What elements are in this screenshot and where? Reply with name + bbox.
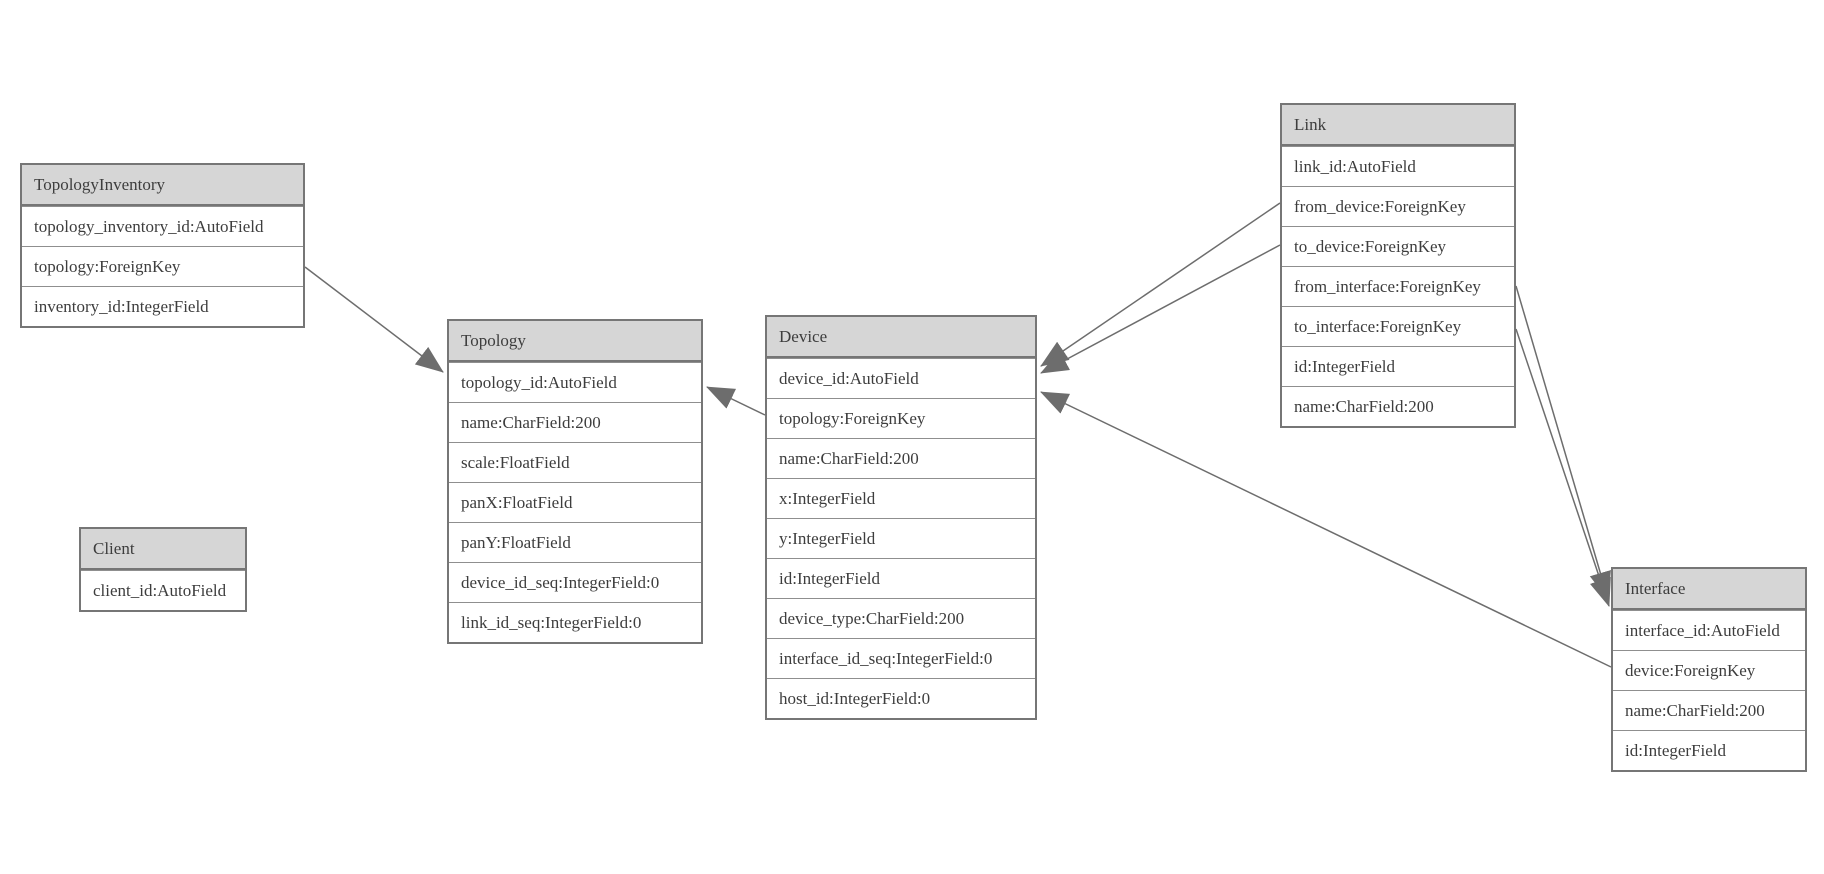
field-row: topology:ForeignKey [22, 246, 303, 286]
entity-device[interactable]: Device device_id:AutoField topology:Fore… [765, 315, 1037, 720]
entity-topology-inventory[interactable]: TopologyInventory topology_inventory_id:… [20, 163, 305, 328]
field-row: scale:FloatField [449, 442, 701, 482]
connector-link-from-device-device [1040, 202, 1281, 367]
field-row: id:IntegerField [767, 558, 1035, 598]
field-row: interface_id_seq:IntegerField:0 [767, 638, 1035, 678]
field-row: to_interface:ForeignKey [1282, 306, 1514, 346]
entity-title: Client [81, 529, 245, 570]
entity-title: TopologyInventory [22, 165, 303, 206]
field-row: link_id_seq:IntegerField:0 [449, 602, 701, 642]
entity-topology[interactable]: Topology topology_id:AutoField name:Char… [447, 319, 703, 644]
field-row: from_device:ForeignKey [1282, 186, 1514, 226]
connector-interface-device-device [1040, 391, 1612, 668]
entity-client[interactable]: Client client_id:AutoField [79, 527, 247, 612]
field-row: device_type:CharField:200 [767, 598, 1035, 638]
field-row: name:CharField:200 [1613, 690, 1805, 730]
entity-interface[interactable]: Interface interface_id:AutoField device:… [1611, 567, 1807, 772]
field-row: name:CharField:200 [449, 402, 701, 442]
field-row: topology:ForeignKey [767, 398, 1035, 438]
entity-link[interactable]: Link link_id:AutoField from_device:Forei… [1280, 103, 1516, 428]
field-row: name:CharField:200 [1282, 386, 1514, 426]
connector-device-topology [706, 386, 766, 416]
field-row: topology_id:AutoField [449, 362, 701, 402]
field-row: panY:FloatField [449, 522, 701, 562]
field-row: from_interface:ForeignKey [1282, 266, 1514, 306]
field-row: host_id:IntegerField:0 [767, 678, 1035, 718]
connector-topologyinventory-topology [304, 266, 444, 373]
entity-title: Device [767, 317, 1035, 358]
entity-title: Topology [449, 321, 701, 362]
entity-title: Interface [1613, 569, 1805, 610]
field-row: inventory_id:IntegerField [22, 286, 303, 326]
entity-title: Link [1282, 105, 1514, 146]
field-row: device_id:AutoField [767, 358, 1035, 398]
field-row: device:ForeignKey [1613, 650, 1805, 690]
field-row: client_id:AutoField [81, 570, 245, 610]
field-row: y:IntegerField [767, 518, 1035, 558]
field-row: name:CharField:200 [767, 438, 1035, 478]
field-row: id:IntegerField [1613, 730, 1805, 770]
field-row: topology_inventory_id:AutoField [22, 206, 303, 246]
field-row: panX:FloatField [449, 482, 701, 522]
field-row: device_id_seq:IntegerField:0 [449, 562, 701, 602]
connector-link-to-device-device [1040, 244, 1281, 374]
connector-link-from-interface-interface [1515, 285, 1611, 600]
field-row: link_id:AutoField [1282, 146, 1514, 186]
connector-link-to-interface-interface [1515, 328, 1611, 607]
field-row: to_device:ForeignKey [1282, 226, 1514, 266]
field-row: interface_id:AutoField [1613, 610, 1805, 650]
field-row: x:IntegerField [767, 478, 1035, 518]
field-row: id:IntegerField [1282, 346, 1514, 386]
